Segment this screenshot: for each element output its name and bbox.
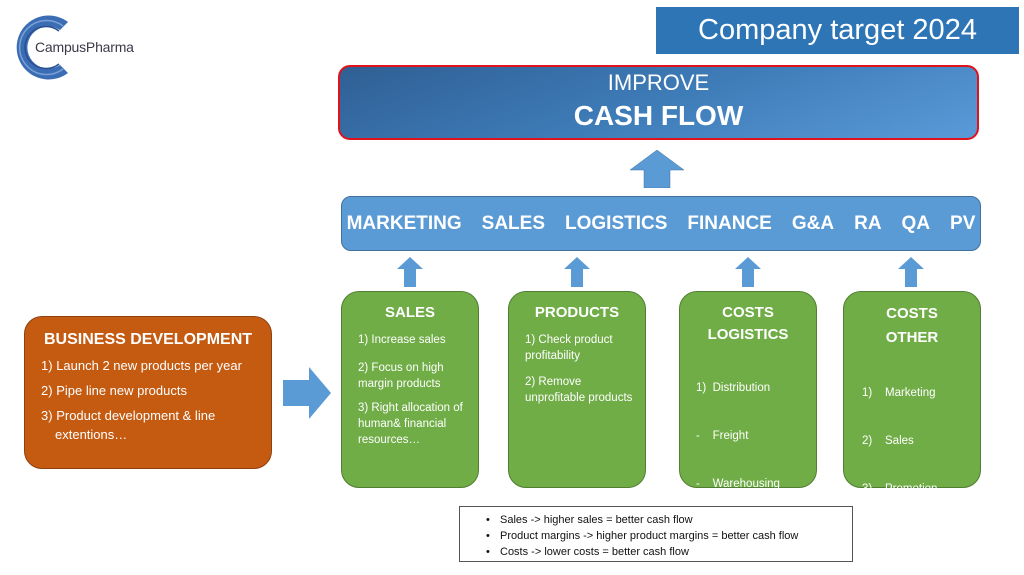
box-item: 4) Finance: [862, 531, 926, 543]
dept-ga: G&A: [791, 212, 835, 234]
arrow-up-icon: [564, 257, 590, 287]
bizdev-item: 1) Launch 2 new products per year: [41, 358, 242, 373]
goal-box: IMPROVE CASH FLOW: [338, 65, 979, 140]
box-title: SALES: [384, 304, 435, 321]
box-item: 3) Promotion: [862, 483, 938, 495]
summary-item: Costs -> lower costs = better cash flow: [486, 544, 852, 560]
box-item: - Freight: [696, 430, 749, 442]
sales-box: SALES 1) Increase sales 2) Focus on high…: [341, 291, 479, 488]
dept-marketing: MARKETING: [346, 212, 462, 234]
goal-line2: CASH FLOW: [573, 100, 744, 131]
box-title: COSTS LOGISTICS: [707, 304, 789, 343]
dept-sales: SALES: [481, 212, 545, 234]
goal-line1: IMPROVE: [607, 70, 710, 95]
box-title: COSTS OTHER: [885, 305, 939, 346]
arrow-up-icon: [397, 257, 423, 287]
campuspharma-c-logo-icon: [16, 15, 68, 80]
logo-text: CampusPharma: [35, 39, 134, 55]
dept-finance: FINANCE: [687, 212, 772, 234]
dept-logistics: LOGISTICS: [565, 212, 668, 234]
bizdev-title: BUSINESS DEVELOPMENT: [43, 331, 253, 348]
box-item: 2) Focus on high margin products: [358, 362, 444, 390]
logo: CampusPharma: [10, 10, 150, 85]
box-item: - Warehousing: [696, 478, 780, 490]
costs-other-box: COSTS OTHER 1) Marketing 2) Sales 3) Pro…: [843, 291, 981, 543]
box-item: 1) Marketing: [862, 387, 936, 399]
departments-bar: MARKETING SALES LOGISTICS FINANCE G&A RA…: [341, 196, 981, 251]
arrow-up-icon: [735, 257, 761, 287]
dept-ra: RA: [854, 212, 882, 234]
box-item: 1) Distribution: [696, 382, 771, 394]
summary-item: Sales -> higher sales = better cash flow: [486, 512, 852, 528]
arrow-up-icon: [630, 150, 684, 188]
costs-logistics-box: COSTS LOGISTICS 1) Distribution - Freigh…: [679, 291, 817, 538]
arrow-right-icon: [283, 367, 331, 419]
dept-qa: QA: [901, 212, 931, 234]
products-box: PRODUCTS 1) Check product profitability …: [508, 291, 646, 488]
page-title: Company target 2024: [656, 7, 1019, 54]
arrow-up-icon: [898, 257, 924, 287]
box-item: 3) Right allocation of human& financial …: [358, 402, 463, 446]
box-item: 2) Remove unprofitable products: [525, 376, 633, 404]
box-title: PRODUCTS: [534, 304, 620, 321]
summary-item: Product margins -> higher product margin…: [486, 528, 852, 544]
dept-pv: PV: [950, 212, 976, 234]
box-item: 1) Increase sales: [358, 334, 446, 346]
bizdev-item: 2) Pipe line new products: [41, 383, 187, 398]
business-development-box: BUSINESS DEVELOPMENT 1) Launch 2 new pro…: [24, 316, 272, 469]
box-item: 1) Check product profitability: [525, 334, 613, 362]
box-item: 2) Sales: [862, 435, 914, 447]
summary-box: Sales -> higher sales = better cash flow…: [459, 506, 853, 562]
